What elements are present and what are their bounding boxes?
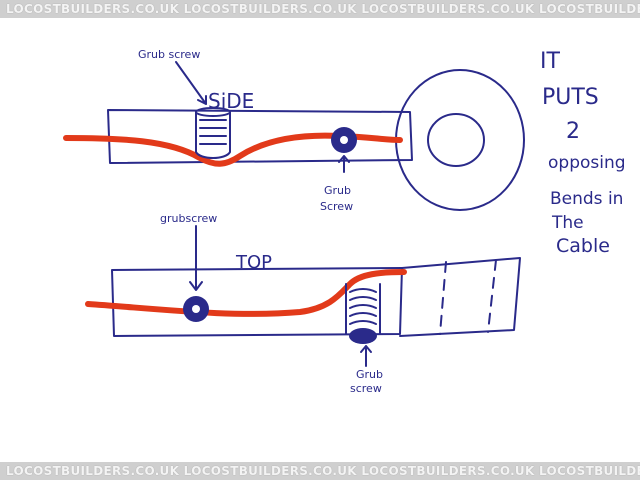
watermark-text: LOCOSTBUILDERS.CO.UK LOCOSTBUILDERS.CO.U… (6, 464, 640, 478)
side-view: SiDE Grub screw Grub Screw (63, 48, 525, 213)
watermark-band-bottom: LOCOSTBUILDERS.CO.UK LOCOSTBUILDERS.CO.U… (0, 462, 640, 480)
top-arrow-bottom (360, 345, 372, 367)
watermark-text: LOCOSTBUILDERS.CO.UK LOCOSTBUILDERS.CO.U… (6, 2, 640, 16)
top-grub-screw-left-label: grubscrew (160, 212, 217, 225)
top-view: TOP grubscrew Grub screw (85, 212, 521, 395)
side-bar-outline (107, 109, 413, 164)
handwritten-note: IT PUTS 2 opposing Bends in The Cable (540, 49, 626, 257)
note-line-6: The (551, 213, 584, 233)
top-threaded-grub-screw (345, 283, 381, 344)
top-ferrule-dash-1 (439, 261, 447, 335)
note-line-5: Bends in (550, 189, 623, 209)
side-arrow-top (175, 61, 207, 105)
side-grub-screw-bottom-label-2: Screw (320, 200, 353, 213)
side-arrow-bottom (338, 155, 350, 173)
top-grub-screw-bottom-label-1: Grub (356, 368, 383, 381)
note-line-7: Cable (556, 235, 610, 257)
watermark-band-top: LOCOSTBUILDERS.CO.UK LOCOSTBUILDERS.CO.U… (0, 0, 640, 18)
side-grub-screw-dot (331, 127, 357, 153)
side-vertical-grub-screw (195, 107, 231, 159)
top-arrow-left (189, 225, 203, 291)
side-title: SiDE (208, 89, 254, 113)
top-ferrule-dash-2 (487, 259, 497, 333)
top-ferrule-outline (399, 257, 521, 337)
top-title: TOP (235, 252, 272, 273)
note-line-2: PUTS (542, 85, 599, 110)
top-bar-outline (111, 267, 403, 337)
side-grub-screw-top-label: Grub screw (138, 48, 200, 61)
top-grub-screw-bottom-label-2: screw (350, 382, 382, 395)
note-line-1: IT (540, 49, 560, 74)
top-cable (85, 269, 407, 317)
note-line-4: opposing (548, 153, 626, 173)
top-grub-screw-dot (183, 296, 209, 322)
side-grub-screw-bottom-label-1: Grub (324, 184, 351, 197)
note-line-3: 2 (566, 119, 580, 144)
side-eye-ring-outer (395, 69, 525, 211)
side-eye-ring-inner (427, 113, 485, 167)
